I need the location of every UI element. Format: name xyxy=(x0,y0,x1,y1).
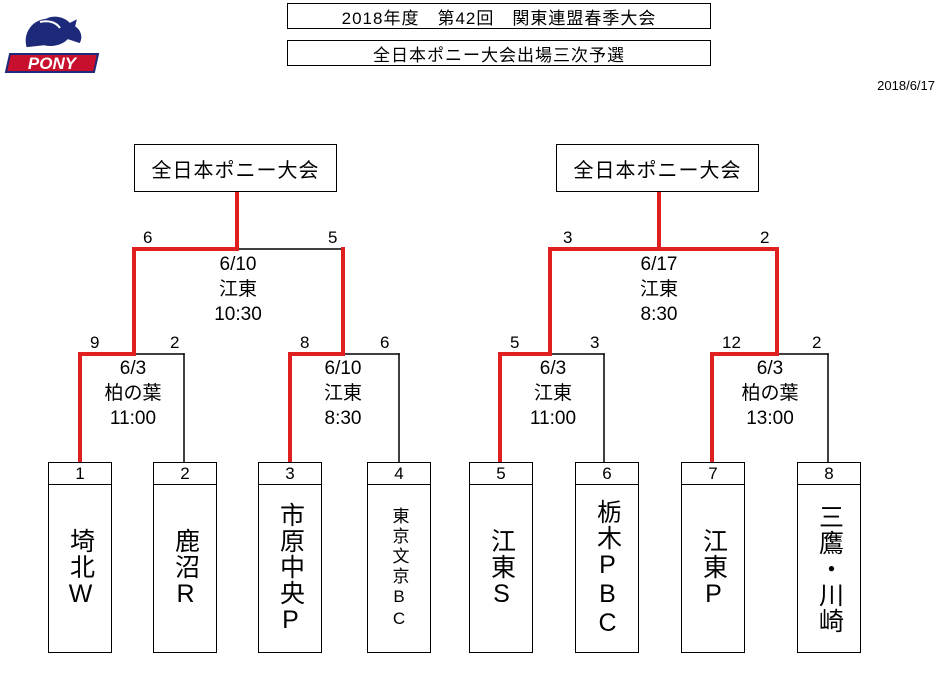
semifinal-left-score-right: 5 xyxy=(328,228,338,247)
semifinal-left-info: 6/10 江東 10:30 xyxy=(188,252,288,327)
team-name: 市原中央P xyxy=(276,502,305,635)
tournament-title: 2018年度 第42回 関東連盟春季大会 xyxy=(287,3,711,29)
team-name: 栃木PBC xyxy=(593,499,622,638)
team-number: 8 xyxy=(798,463,860,485)
semifinal-left-score-left: 6 xyxy=(143,228,153,247)
tournament-subtitle: 全日本ポニー大会出場三次予選 xyxy=(287,40,711,66)
match-venue: 柏の葉 xyxy=(104,383,162,404)
match4-score-right: 2 xyxy=(812,333,822,352)
team-number: 3 xyxy=(259,463,321,485)
match-date: 6/10 xyxy=(324,358,362,379)
match1-info: 6/3 柏の葉 11:00 xyxy=(83,356,183,431)
logo-text: PONY xyxy=(28,54,78,73)
team-number: 4 xyxy=(368,463,430,485)
match-time: 8:30 xyxy=(324,408,362,429)
match1-score-right: 2 xyxy=(170,333,180,352)
match4-info: 6/3 柏の葉 13:00 xyxy=(720,356,820,431)
match3-score-left: 5 xyxy=(510,333,520,352)
final-box-right: 全日本ポニー大会 xyxy=(556,144,759,192)
team-name: 鹿沼R xyxy=(171,528,200,609)
match-venue: 柏の葉 xyxy=(741,383,799,404)
final-box-left: 全日本ポニー大会 xyxy=(134,144,337,192)
match-time: 11:00 xyxy=(529,408,577,429)
semifinal-right-score-right: 2 xyxy=(760,228,770,247)
team-name: 三鷹・川崎 xyxy=(815,503,844,634)
match1-score-left: 9 xyxy=(90,333,100,352)
match-venue: 江東 xyxy=(639,279,678,300)
team-number: 6 xyxy=(576,463,638,485)
match-date: 6/3 xyxy=(539,358,567,379)
report-date: 2018/6/17 xyxy=(877,78,935,93)
team-name: 江東P xyxy=(699,528,728,609)
bracket-left-lines xyxy=(133,248,400,463)
team-box-8: 8 三鷹・川崎 xyxy=(797,462,861,653)
team-number: 7 xyxy=(682,463,744,485)
match-date: 6/17 xyxy=(640,254,678,275)
match-date: 6/10 xyxy=(219,254,257,275)
bracket-right-winner-path xyxy=(498,190,779,464)
team-number: 1 xyxy=(49,463,111,485)
team-number: 5 xyxy=(470,463,532,485)
match4-score-left: 12 xyxy=(722,333,741,352)
match3-score-right: 3 xyxy=(590,333,600,352)
match2-info: 6/10 江東 8:30 xyxy=(293,356,393,431)
match-venue: 江東 xyxy=(218,279,257,300)
match-date: 6/3 xyxy=(756,358,784,379)
team-box-6: 6 栃木PBC xyxy=(575,462,639,653)
team-box-5: 5 江東S xyxy=(469,462,533,653)
match-time: 10:30 xyxy=(214,304,262,325)
team-box-3: 3 市原中央P xyxy=(258,462,322,653)
match-date: 6/3 xyxy=(119,358,147,379)
match-venue: 江東 xyxy=(323,383,362,404)
team-name: 埼北W xyxy=(66,528,95,609)
team-number: 2 xyxy=(154,463,216,485)
match2-score-right: 6 xyxy=(380,333,390,352)
match-time: 8:30 xyxy=(640,304,678,325)
bracket-right-lines xyxy=(549,353,829,463)
match-time: 11:00 xyxy=(109,408,157,429)
pony-logo: PONY xyxy=(4,10,104,76)
match-venue: 江東 xyxy=(533,383,572,404)
match3-info: 6/3 江東 11:00 xyxy=(503,356,603,431)
bracket-left-winner-path xyxy=(78,190,345,464)
team-box-2: 2 鹿沼R xyxy=(153,462,217,653)
team-box-1: 1 埼北W xyxy=(48,462,112,653)
semifinal-right-score-left: 3 xyxy=(563,228,573,247)
team-box-7: 7 江東P xyxy=(681,462,745,653)
team-box-4: 4 東京文京BC xyxy=(367,462,431,653)
match2-score-left: 8 xyxy=(300,333,310,352)
team-name: 東京文京BC xyxy=(389,506,409,631)
match-time: 13:00 xyxy=(746,408,794,429)
semifinal-right-info: 6/17 江東 8:30 xyxy=(609,252,709,327)
team-name: 江東S xyxy=(487,528,516,609)
